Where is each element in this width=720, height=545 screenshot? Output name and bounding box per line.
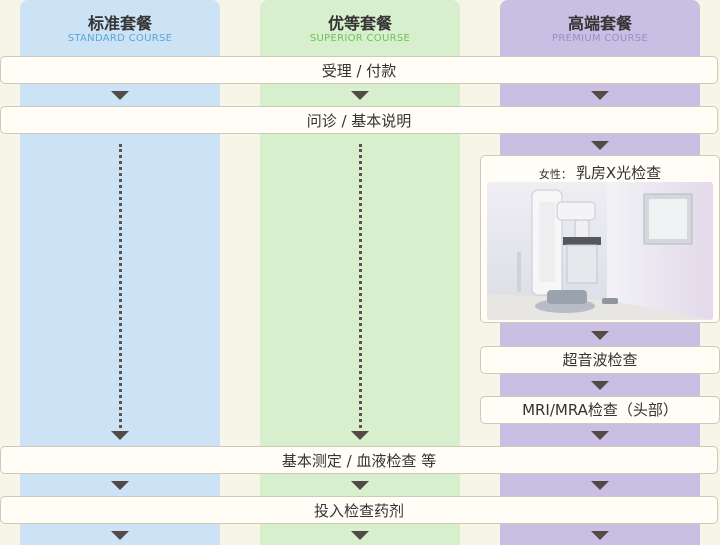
mammography-card: 女性：乳房X光检查	[480, 155, 720, 323]
down-arrow-icon	[591, 531, 609, 540]
down-arrow-icon	[591, 91, 609, 100]
column-subtitle-standard: STANDARD COURSE	[67, 33, 173, 44]
down-arrow-icon	[111, 91, 129, 100]
column-title-superior: 优等套餐	[327, 14, 392, 33]
step-ultrasound: 超音波检查	[480, 346, 720, 374]
skip-dotted-line-superior	[359, 144, 362, 428]
column-title-standard: 标准套餐	[87, 14, 152, 33]
skip-dotted-line-standard	[119, 144, 122, 428]
down-arrow-icon	[111, 481, 129, 490]
down-arrow-icon	[351, 531, 369, 540]
down-arrow-icon	[111, 431, 129, 440]
step-reception: 受理 / 付款	[0, 56, 718, 84]
step-mri: MRI/MRA检查（头部）	[480, 396, 720, 424]
column-subtitle-superior: SUPERIOR COURSE	[309, 33, 411, 44]
step-basic-tests: 基本测定 / 血液检查 等	[0, 446, 718, 474]
down-arrow-icon	[591, 331, 609, 340]
down-arrow-icon	[591, 431, 609, 440]
down-arrow-icon	[591, 481, 609, 490]
mammography-machine-photo	[487, 182, 713, 320]
step-contrast: 投入检查药剂	[0, 496, 718, 524]
down-arrow-icon	[111, 531, 129, 540]
down-arrow-icon	[351, 481, 369, 490]
down-arrow-icon	[591, 141, 609, 150]
step-consultation: 问诊 / 基本说明	[0, 106, 718, 134]
column-subtitle-premium: PREMIUM COURSE	[552, 33, 648, 44]
down-arrow-icon	[351, 431, 369, 440]
column-title-premium: 高端套餐	[567, 14, 632, 33]
down-arrow-icon	[351, 91, 369, 100]
mammography-prefix: 女性：	[538, 168, 572, 181]
mammography-label: 乳房X光检查	[575, 164, 662, 182]
down-arrow-icon	[591, 381, 609, 390]
mammography-title: 女性：乳房X光检查	[481, 162, 719, 183]
